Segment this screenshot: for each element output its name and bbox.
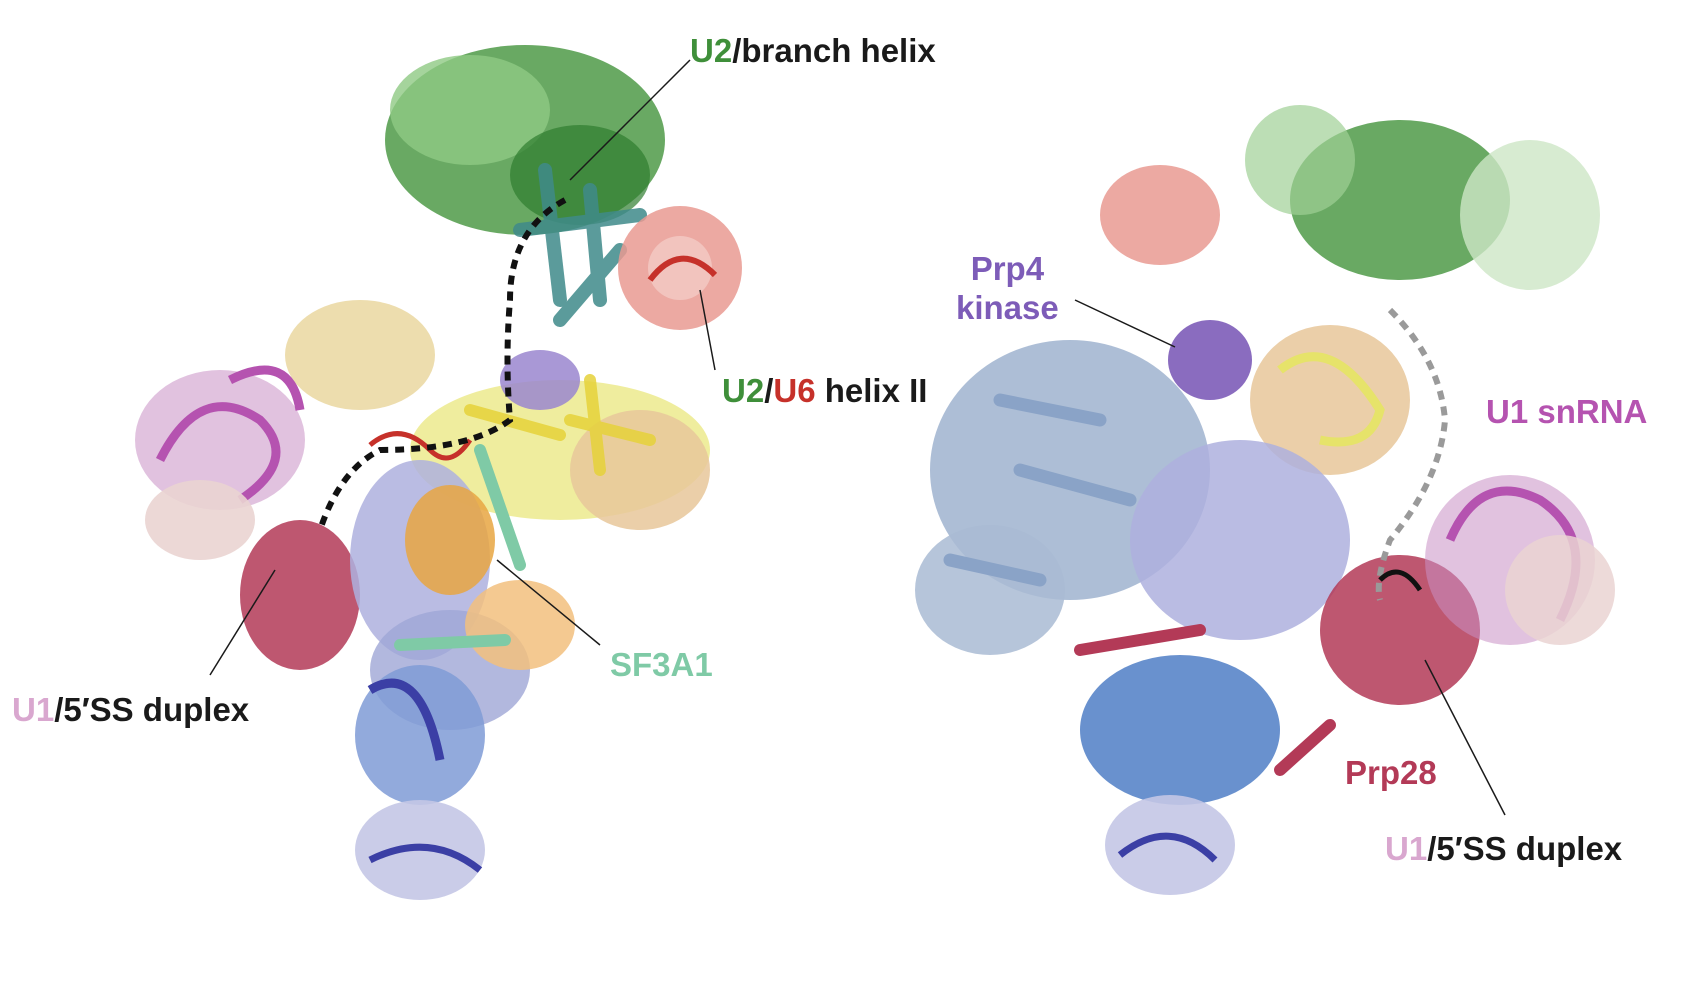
label-prp28: Prp28	[1345, 754, 1437, 791]
label-u6: U6	[773, 372, 816, 409]
label-branch-helix-text: /branch helix	[732, 32, 936, 69]
leader-sf3a1	[496, 559, 601, 646]
label-u1-prefix: U1	[1385, 830, 1428, 867]
label-kinase: kinase	[956, 288, 1059, 326]
right-complex-structure	[915, 105, 1615, 895]
label-u1-snrna: U1 snRNA	[1486, 393, 1648, 430]
label-5ss-duplex-text: /5′SS duplex	[1427, 830, 1623, 867]
label-sf3a1: SF3A1	[610, 646, 713, 683]
leader-u1-duplex-right	[1424, 659, 1506, 816]
label-u1-5ss-duplex-left: U1/5′SS duplex	[12, 693, 249, 726]
label-5ss-duplex-text: /5′SS duplex	[54, 691, 250, 728]
label-prp4: Prp4	[970, 250, 1045, 287]
label-u2-prefix: U2	[722, 372, 765, 409]
leader-u2-branch	[569, 59, 691, 181]
leader-u2-u6	[699, 289, 716, 371]
label-u1-5ss-duplex-right: U1/5′SS duplex	[1385, 832, 1622, 865]
label-u1-prefix: U1	[12, 691, 55, 728]
label-u2-u6-helix-ii: U2/U6 helix II	[722, 374, 927, 407]
leader-u1-duplex-left	[209, 569, 276, 676]
label-u2-prefix: U2	[690, 32, 733, 69]
label-helix-ii-text: helix II	[815, 372, 928, 409]
leader-prp4	[1074, 299, 1176, 348]
left-complex-structure	[135, 45, 742, 900]
label-prp4-kinase: Prp4 kinase	[956, 250, 1059, 328]
label-slash: /	[764, 372, 774, 409]
label-u2-branch-helix: U2/branch helix	[690, 34, 936, 67]
